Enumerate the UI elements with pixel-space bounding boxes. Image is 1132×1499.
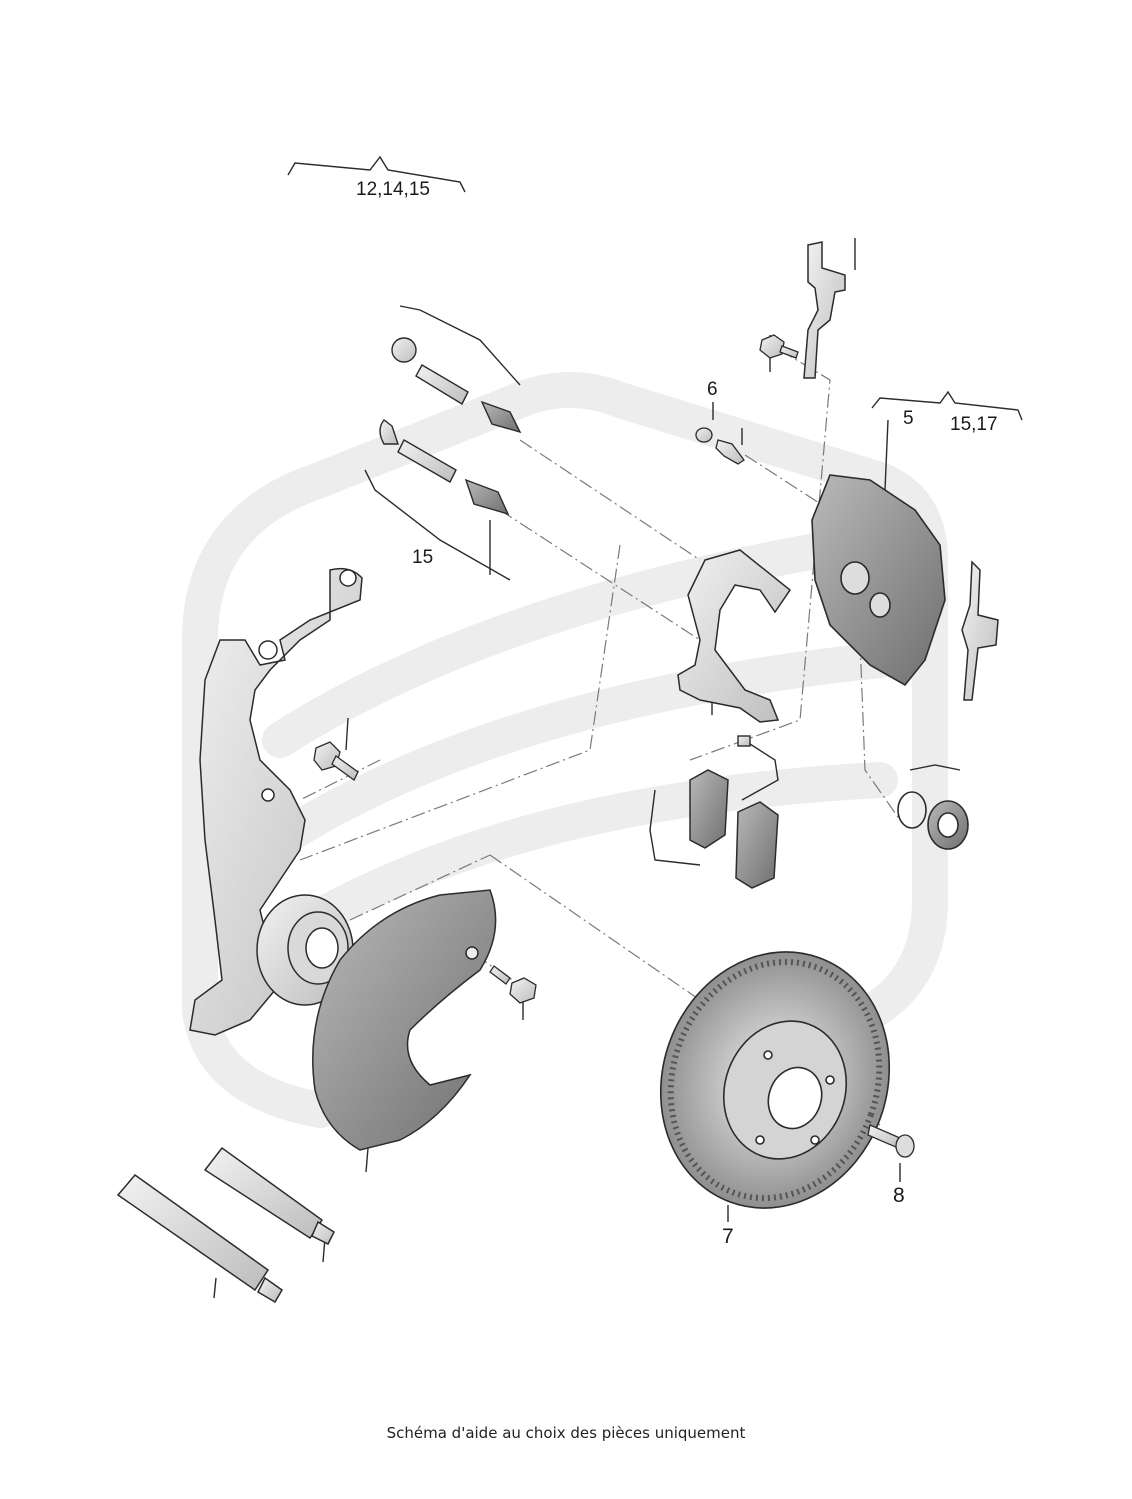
splash-shield[interactable]	[312, 889, 497, 1151]
footer-caption: Schéma d'aide au choix des pièces unique…	[386, 1424, 746, 1442]
callout-top-group: 12,14,15	[356, 179, 430, 200]
shield-bolt[interactable]	[489, 965, 537, 1004]
callout-disc-7: 7	[722, 1225, 734, 1248]
callout-brackets	[287, 155, 1023, 866]
hose-bracket[interactable]	[803, 241, 846, 379]
callout-bolt-6: 6	[707, 379, 718, 400]
brake-pads[interactable]	[689, 769, 779, 889]
callout-pin-group: 15	[412, 547, 433, 568]
bleed-nipple[interactable]	[695, 427, 745, 465]
caliper-carrier[interactable]	[677, 549, 792, 723]
brake-caliper[interactable]	[811, 474, 946, 687]
knuckle-bolt[interactable]	[313, 741, 359, 781]
callout-screw-8: 8	[893, 1184, 905, 1207]
grease-tube-small[interactable]	[203, 1146, 335, 1246]
brake-disc[interactable]	[625, 920, 924, 1241]
grease-tube-large[interactable]	[116, 1173, 283, 1304]
anti-rattle-spring[interactable]	[961, 560, 999, 701]
callout-caliper-group-b: 15,17	[950, 414, 998, 435]
wear-sensor[interactable]	[737, 735, 779, 801]
wheel-hub[interactable]	[256, 894, 354, 1006]
callout-caliper-group-a: 5	[903, 408, 914, 429]
bracket-bolt[interactable]	[759, 334, 799, 359]
disc-screw[interactable]	[867, 1124, 915, 1158]
steering-knuckle[interactable]	[189, 567, 363, 1036]
guide-pins-set[interactable]	[379, 337, 522, 516]
piston-seal-set[interactable]	[897, 791, 969, 850]
